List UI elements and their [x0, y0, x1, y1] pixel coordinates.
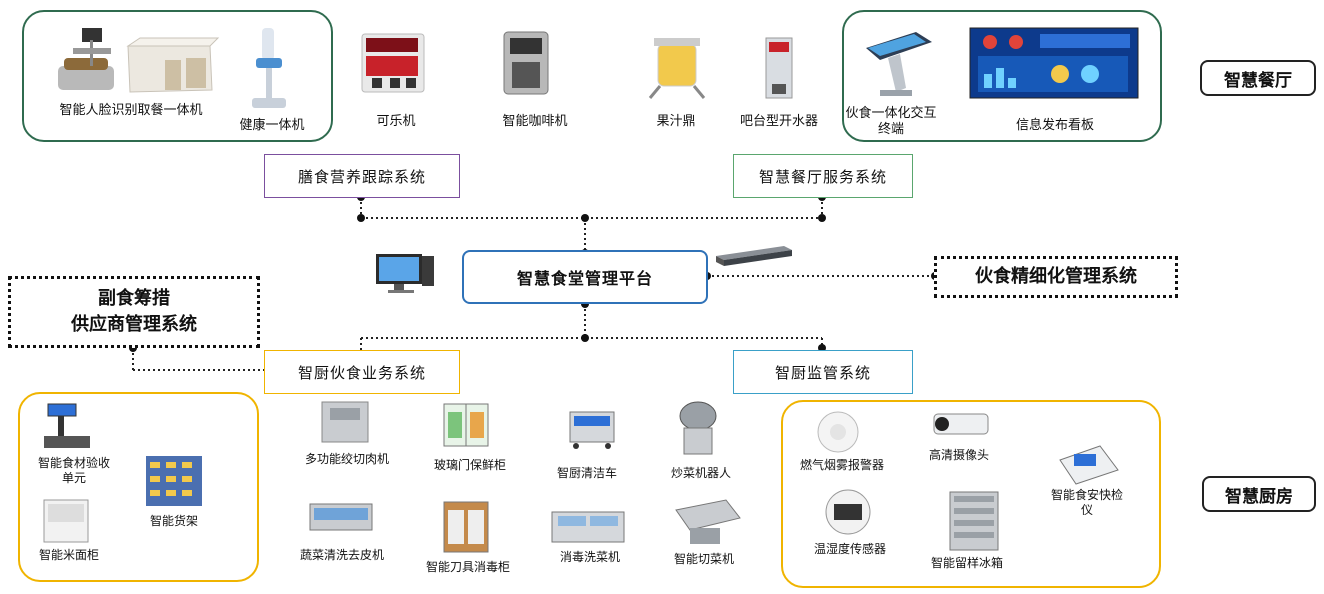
kitchen-group-left	[18, 392, 259, 582]
label-cart: 智厨清洁车	[556, 466, 617, 480]
zone-restaurant: 智慧餐厅	[1200, 60, 1316, 96]
label-board: 信息发布看板	[1015, 118, 1094, 133]
system-kitchen-supervision[interactable]: 智厨监管系统	[733, 350, 913, 394]
coffee-machine-image	[503, 31, 549, 95]
platform-box[interactable]: 智慧食堂管理平台	[462, 250, 708, 304]
health-machine-image	[252, 28, 286, 108]
label-inspection: 智能食材验收单元	[37, 456, 110, 485]
meat-mincer-image	[321, 401, 369, 443]
inspection-unit-image	[44, 403, 90, 448]
label-knife: 智能刀具消毒柜	[425, 560, 510, 574]
label-camera: 高清摄像头	[928, 448, 989, 462]
label-humidity: 温湿度传感器	[813, 542, 886, 556]
sample-fridge-image	[949, 491, 999, 551]
label-mincer: 多功能绞切肉机	[304, 452, 389, 466]
system-restaurant-service[interactable]: 智慧餐厅服务系统	[733, 154, 913, 198]
label-robot: 炒菜机器人	[670, 466, 731, 480]
restaurant-group-left	[22, 10, 333, 142]
label-cola: 可乐机	[376, 114, 416, 129]
label-fridge: 玻璃门保鲜柜	[433, 458, 506, 472]
label-safety: 智能食安快检仪	[1050, 488, 1123, 517]
refined-mgmt-system[interactable]: 伙食精细化管理系统	[934, 256, 1178, 298]
system-nutrition[interactable]: 膳食营养跟踪系统	[264, 154, 460, 198]
vegetable-cutter-image	[675, 499, 741, 544]
face-meal-machine-image	[58, 28, 114, 90]
kitchen-group-right	[781, 400, 1161, 588]
system-kitchen-business[interactable]: 智厨伙食业务系统	[264, 350, 460, 394]
interactive-terminal-image	[866, 32, 932, 96]
label-cutter: 智能切菜机	[673, 552, 734, 566]
hd-camera-image	[933, 413, 989, 435]
supplier-system[interactable]: 副食筹措 供应商管理系统	[8, 276, 260, 348]
humidity-sensor-image	[825, 489, 871, 535]
label-health: 健康一体机	[239, 118, 305, 133]
smart-shelf-image	[146, 456, 202, 506]
label-rice: 智能米面柜	[38, 548, 99, 562]
glass-fridge-image	[443, 403, 489, 447]
cola-machine-image	[361, 33, 425, 93]
vegetable-washer-image	[309, 503, 373, 531]
supplier-line2: 供应商管理系统	[71, 314, 197, 335]
food-safety-tester-image	[1059, 445, 1119, 485]
supplier-line1: 副食筹措	[98, 288, 170, 309]
server-image	[716, 246, 792, 266]
label-disinfect: 消毒洗菜机	[559, 550, 620, 564]
info-board-image	[969, 27, 1139, 99]
cleaning-cart-image	[569, 411, 615, 449]
knife-sterilizer-image	[443, 501, 489, 553]
label-coffee: 智能咖啡机	[502, 114, 568, 129]
label-water: 吧台型开水器	[739, 114, 818, 129]
label-shelf: 智能货架	[149, 514, 198, 528]
label-sample: 智能留样冰箱	[930, 556, 1003, 570]
juice-dispenser-image	[648, 38, 706, 99]
label-terminal: 伙食一体化交互终端	[845, 106, 937, 137]
refined-mgmt-label: 伙食精细化管理系统	[975, 266, 1137, 287]
restaurant-group-right	[842, 10, 1162, 142]
meal-cabinet-image	[126, 37, 220, 93]
water-boiler-image	[765, 37, 793, 99]
label-juice: 果汁鼎	[656, 114, 696, 129]
gas-alarm-image	[817, 411, 859, 453]
label-washer: 蔬菜清洗去皮机	[299, 548, 384, 562]
sterilizing-washer-image	[551, 511, 625, 543]
label-gas: 燃气烟雾报警器	[799, 458, 884, 472]
cooking-robot-image	[679, 401, 717, 455]
rice-cabinet-image	[43, 499, 89, 543]
label-face-meal: 智能人脸识别取餐一体机	[59, 103, 203, 118]
zone-kitchen: 智慧厨房	[1202, 476, 1316, 512]
desktop-computer-image	[376, 254, 434, 293]
